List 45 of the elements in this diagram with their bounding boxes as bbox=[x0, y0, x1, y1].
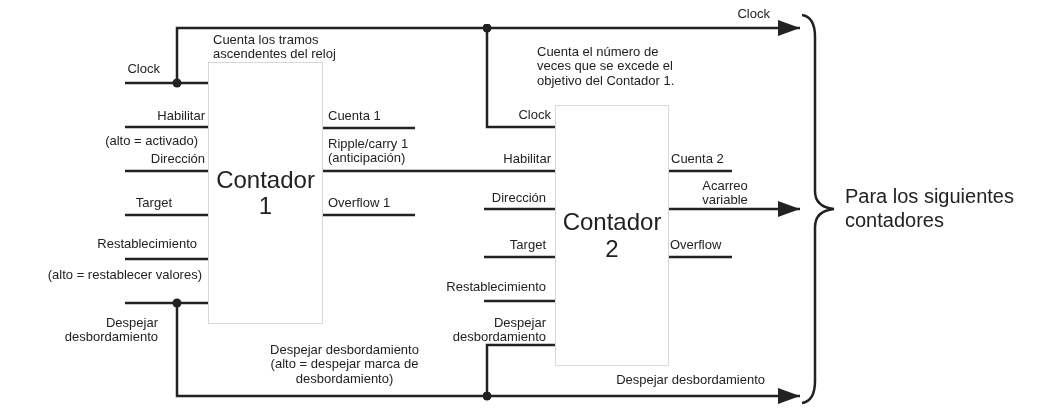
signal-line bbox=[484, 255, 555, 259]
signal-label: Cuenta los tramos ascendentes del reloj bbox=[213, 33, 337, 62]
signal-line bbox=[669, 255, 732, 259]
signal-label: Habilitar bbox=[156, 109, 205, 124]
signal-label: Dirección bbox=[149, 152, 205, 167]
signal-label: Target bbox=[508, 238, 546, 253]
signal-line bbox=[482, 343, 555, 401]
signal-label: Target bbox=[134, 196, 172, 211]
signal-line bbox=[323, 126, 415, 130]
signal-line bbox=[125, 213, 208, 217]
signal-label: Overflow 1 bbox=[328, 196, 392, 211]
signal-label: Overflow bbox=[670, 238, 723, 253]
counter-box: Contador 2 bbox=[555, 105, 669, 366]
signal-label: (alto = activado) bbox=[104, 134, 198, 149]
counter-box: Contador 1 bbox=[208, 62, 323, 324]
signal-label: Cuenta 1 bbox=[328, 109, 382, 124]
signal-line bbox=[484, 299, 555, 303]
signal-line bbox=[125, 125, 208, 129]
signal-label: Cuenta el número de veces que se excede el objetivo del Contador 1. bbox=[537, 45, 676, 88]
signal-label: Acarreo variable bbox=[701, 179, 749, 208]
signal-label: Ripple/carry 1 (anticipación) bbox=[328, 137, 410, 166]
signal-line bbox=[125, 301, 208, 305]
signal-label: Clock bbox=[126, 62, 160, 77]
signal-line bbox=[125, 257, 208, 261]
signal-label: (alto = restablecer valores) bbox=[46, 268, 202, 283]
signal-label: Despejar desbordamiento bbox=[451, 316, 546, 345]
signal-label: Cuenta 2 bbox=[671, 152, 725, 167]
signal-line bbox=[323, 169, 555, 173]
signal-line bbox=[669, 169, 732, 173]
signal-line bbox=[125, 169, 208, 173]
signal-line bbox=[482, 23, 555, 129]
signal-label: Despejar desbordamiento bbox=[615, 373, 765, 388]
signal-label: Clock bbox=[517, 108, 551, 123]
signal-label: Clock bbox=[736, 7, 770, 22]
signal-label: Restablecimiento bbox=[96, 237, 197, 252]
signal-label: Despejar desbordamiento (alto = despejar marca de desbordamiento) bbox=[269, 343, 420, 386]
signal-label: Habilitar bbox=[502, 152, 551, 167]
signal-label: Restablecimiento bbox=[445, 280, 546, 295]
signal-line bbox=[323, 213, 415, 217]
signal-line bbox=[484, 207, 555, 211]
signal-label: Despejar desbordamiento bbox=[63, 316, 158, 345]
signal-label: Dirección bbox=[490, 191, 546, 206]
text-label: Para los siguientes contadores bbox=[845, 184, 1015, 232]
signal-line bbox=[125, 81, 208, 85]
arrow bbox=[669, 201, 800, 217]
